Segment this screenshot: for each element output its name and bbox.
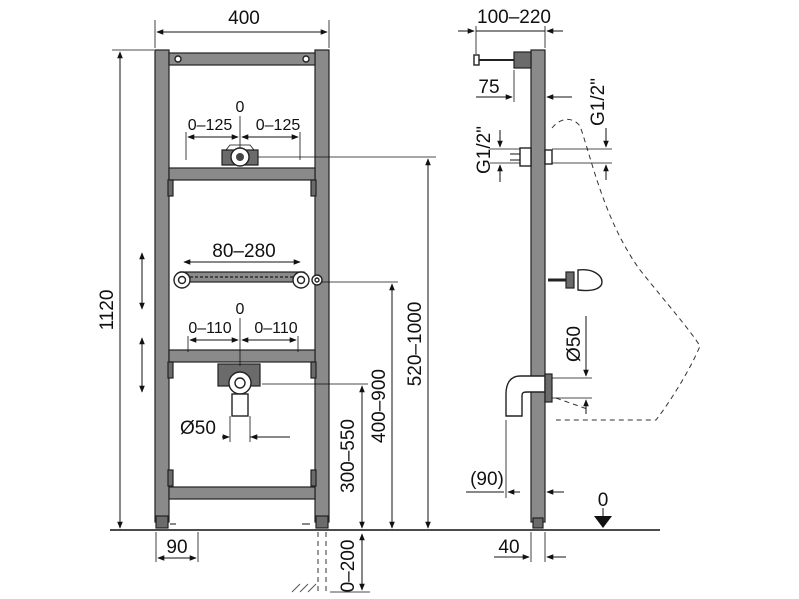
upper-left-offset: 0–125: [188, 117, 233, 134]
front-feet: [155, 515, 329, 529]
side-top-bracket: [473, 51, 532, 69]
side-view: 100–220 75 G1/2" G1/2" Ø50 (90): [458, 7, 701, 562]
side-inlet-pipe: [510, 147, 553, 167]
foot-extension: [291, 532, 327, 593]
side-mounting-bolt: [548, 268, 603, 292]
lower-right-offset: 0–110: [254, 320, 297, 337]
lower-left-offset: 0–110: [188, 320, 231, 337]
side-thread-left-label: G1/2": [474, 126, 495, 174]
side-offset-dimension: 75: [478, 77, 499, 98]
front-view: 400 1120 0 0–125 0–125 80–280 0 0–110 0–…: [97, 8, 436, 592]
side-drain-offset: (90): [470, 469, 504, 490]
adjustable-mounting-bar: [173, 271, 323, 289]
inlet-height-dimension: 520–1000: [405, 302, 426, 387]
front-drain-diameter: Ø50: [180, 418, 216, 439]
lower-zero-label: 0: [236, 301, 245, 318]
side-depth-dimension: 100–220: [477, 7, 551, 28]
urinal-outline: [551, 119, 701, 421]
lower-crossbar: [168, 349, 316, 363]
height-dimension: 1120: [97, 290, 118, 331]
upper-crossbar: [168, 167, 316, 181]
side-post: [530, 49, 546, 523]
right-post: [314, 49, 330, 523]
bar-range-label: 80–280: [212, 241, 275, 262]
drain-height-dimension: 300–550: [338, 419, 359, 493]
left-post: [154, 49, 170, 523]
side-thread-top-label: G1/2": [588, 78, 609, 126]
foot-offset-dimension: 90: [166, 537, 187, 558]
side-drain-diameter: Ø50: [564, 326, 585, 362]
side-drain-elbow: [505, 373, 553, 417]
floor-level-label: 0: [598, 490, 609, 511]
bar-height-dimension: 400–900: [369, 369, 390, 443]
drain-fitting: [217, 363, 261, 417]
width-dimension: 400: [228, 8, 260, 29]
top-crossbar: [168, 52, 316, 66]
upper-right-offset: 0–125: [256, 117, 301, 134]
water-inlet-fitting: [221, 144, 259, 167]
side-foot-depth: 40: [498, 537, 519, 558]
floor-level-marker: 0: [594, 490, 612, 528]
foot-extension-dimension: 0–200: [338, 540, 359, 593]
upper-zero-label: 0: [236, 99, 245, 116]
bottom-crossbar: [168, 486, 316, 500]
